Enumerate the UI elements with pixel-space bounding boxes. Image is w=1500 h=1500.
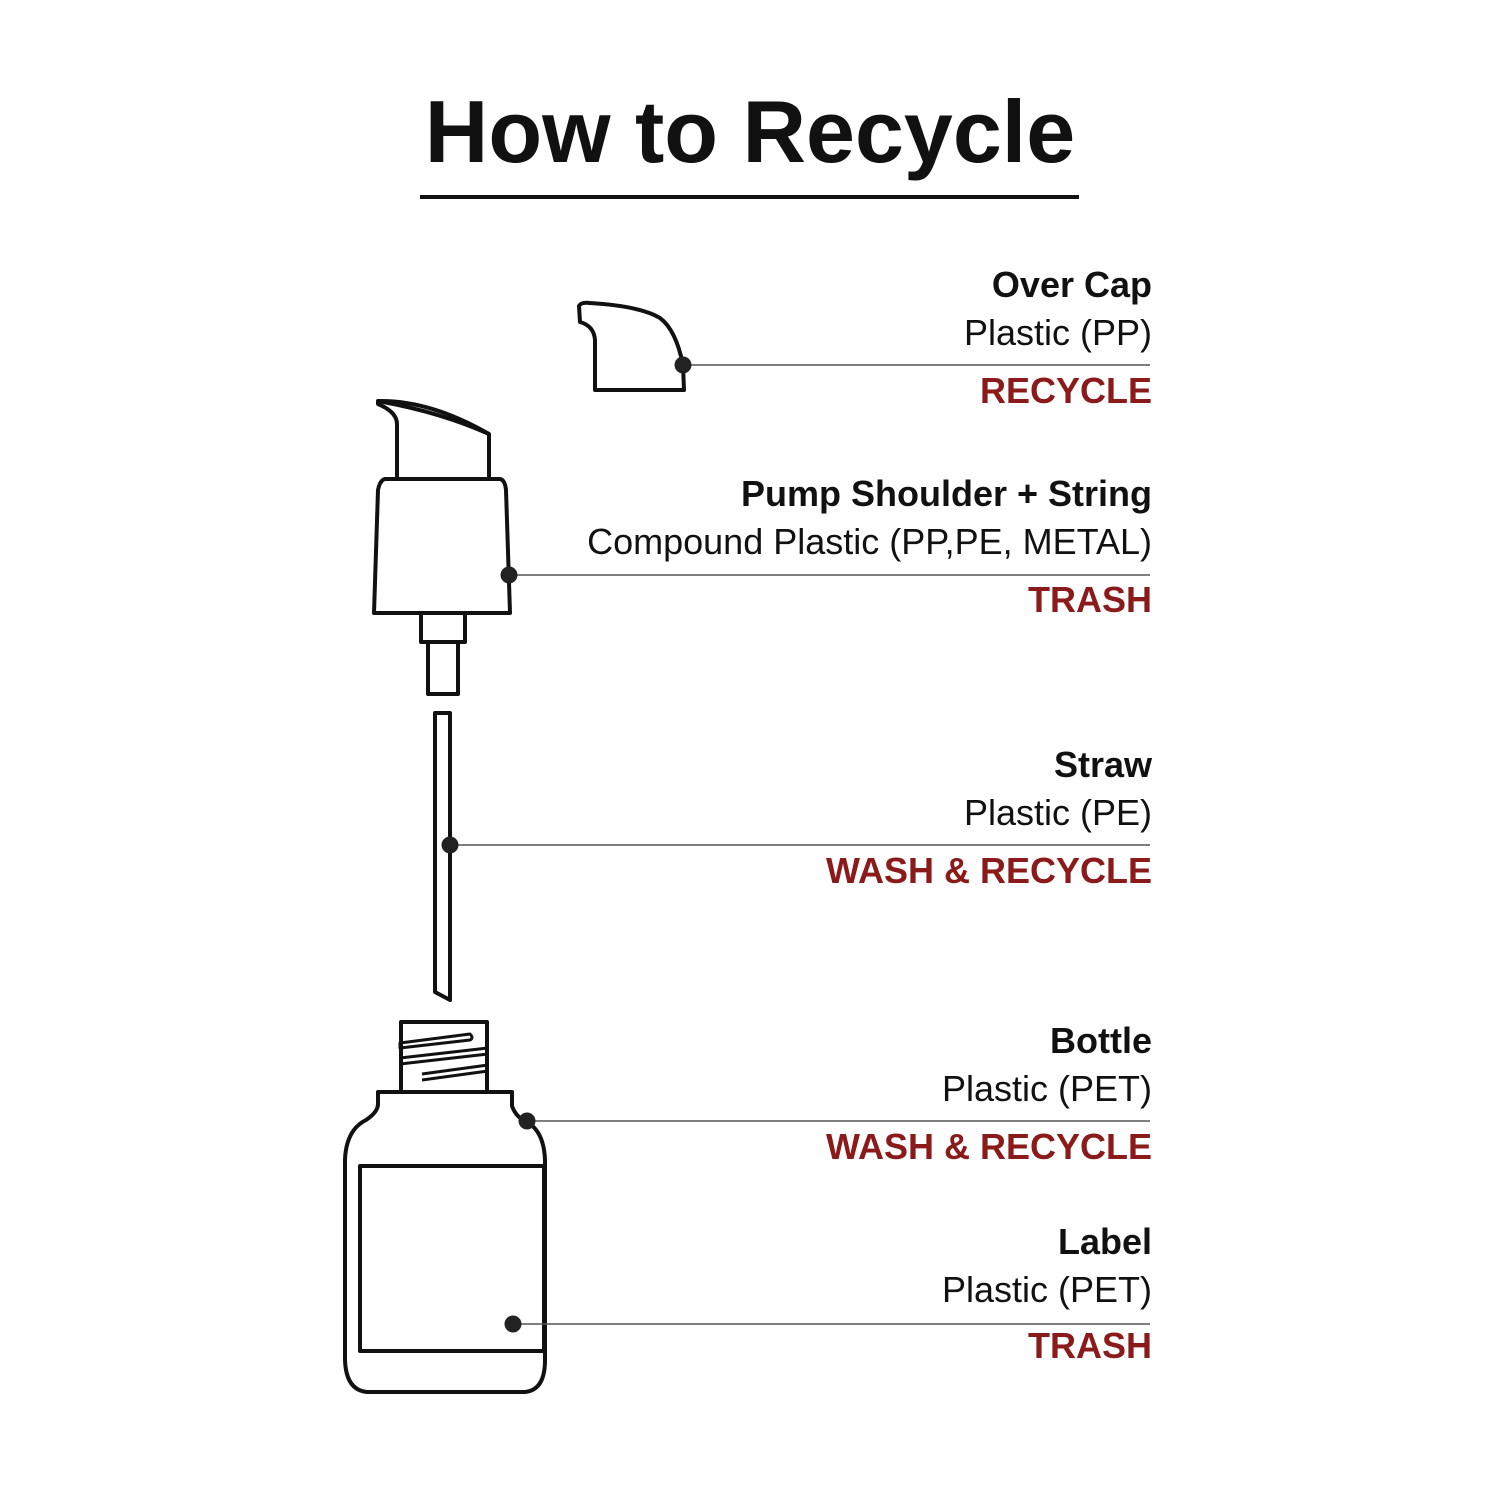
pump-shoulder-illustration — [372, 477, 512, 615]
part-action: WASH & RECYCLE — [825, 850, 1152, 891]
part-label: Label Plastic (PET) TRASH — [942, 1222, 1152, 1366]
title-underline — [420, 195, 1079, 199]
callout-dot-label — [504, 1315, 522, 1333]
callout-dot-straw — [441, 836, 459, 854]
pump-stem-illustration — [419, 611, 467, 644]
straw-illustration — [433, 711, 452, 1002]
part-material: Plastic (PET) — [941, 1068, 1152, 1109]
part-material: Plastic (PP) — [963, 312, 1152, 353]
part-material: Compound Plastic (PP,PE, METAL) — [587, 521, 1152, 562]
part-name: Over Cap — [991, 264, 1152, 305]
part-action: TRASH — [1028, 579, 1152, 620]
page-title: How to Recycle — [424, 82, 1076, 181]
over-cap-illustration — [577, 300, 686, 392]
part-material: Plastic (PET) — [941, 1269, 1152, 1310]
part-action: TRASH — [1028, 1325, 1152, 1366]
part-straw: Straw Plastic (PE) WASH & RECYCLE — [826, 745, 1152, 891]
part-action: WASH & RECYCLE — [825, 1126, 1152, 1167]
part-pump-shoulder: Pump Shoulder + String Compound Plastic … — [587, 474, 1152, 620]
part-material: Plastic (PE) — [963, 792, 1152, 833]
part-over-cap: Over Cap Plastic (PP) RECYCLE — [964, 265, 1152, 411]
part-action: RECYCLE — [979, 370, 1152, 411]
part-name: Pump Shoulder + String — [740, 473, 1152, 514]
callout-dot-bottle — [518, 1112, 536, 1130]
callout-dot-pump — [500, 566, 518, 584]
part-name: Bottle — [1050, 1020, 1152, 1061]
part-name: Label — [1057, 1221, 1152, 1262]
bottle-body-illustration — [343, 1090, 547, 1394]
part-name: Straw — [1053, 744, 1152, 785]
label-illustration — [358, 1164, 546, 1353]
callout-dot-over-cap — [674, 356, 692, 374]
part-bottle: Bottle Plastic (PET) WASH & RECYCLE — [826, 1021, 1152, 1167]
